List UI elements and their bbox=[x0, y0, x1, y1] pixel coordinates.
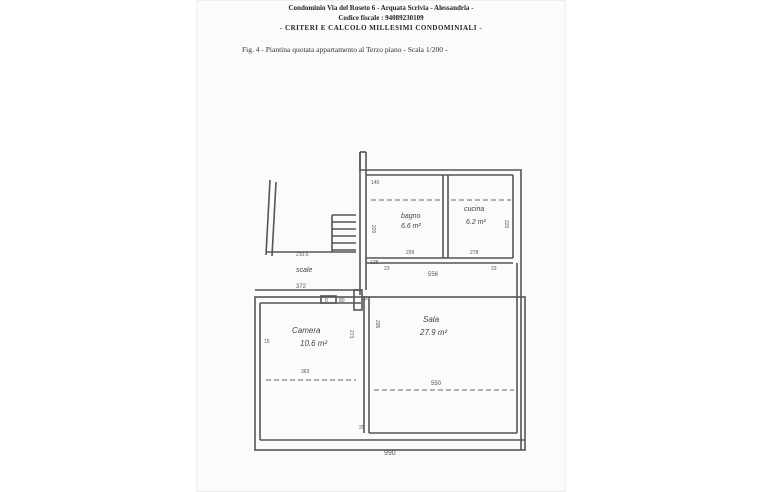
dim-550: 550 bbox=[431, 381, 442, 387]
room-cucina-area: 6.2 m² bbox=[466, 219, 487, 226]
dim-128: 128 bbox=[370, 260, 379, 266]
dim-23-b: 23 bbox=[491, 266, 497, 272]
dim-990: 990 bbox=[384, 450, 396, 457]
dim-299: 299 bbox=[406, 250, 415, 256]
dim-295: 295 bbox=[374, 320, 380, 329]
dimension-lines bbox=[266, 199, 514, 391]
room-cucina-name: cucina bbox=[464, 206, 484, 213]
room-camera-area: 10.6 m² bbox=[300, 339, 327, 348]
dim-140: 140 bbox=[371, 180, 380, 186]
room-scale-name: scale bbox=[296, 267, 312, 274]
dim-372: 372 bbox=[296, 284, 307, 290]
dim-210-5: 210.5 bbox=[296, 252, 309, 258]
room-camera-name: Camera bbox=[292, 326, 321, 335]
room-bagno-name: bagno bbox=[401, 213, 421, 220]
floor-plan: bagno 6.6 m² cucina 6.2 m² scale Camera … bbox=[254, 151, 526, 457]
plan-walls bbox=[254, 151, 526, 451]
dim-33: 33 bbox=[362, 296, 368, 302]
dim-556: 556 bbox=[428, 272, 439, 278]
room-bagno-area: 6.6 m² bbox=[401, 223, 422, 230]
dim-23-a: 23 bbox=[384, 266, 390, 272]
dim-220-left: 220 bbox=[370, 225, 376, 234]
header-line-3: - CRITERI E CALCOLO MILLESIMI CONDOMINIA… bbox=[279, 24, 483, 32]
dim-25: 25 bbox=[359, 425, 365, 431]
room-sala-name: Sala bbox=[423, 315, 440, 324]
figure-caption: Fig. 4 - Piantina quotata appartamento a… bbox=[242, 45, 448, 54]
document-page: Condominio Via del Roseto 6 - Arquata Sc… bbox=[196, 0, 566, 492]
dim-278: 278 bbox=[470, 250, 479, 256]
dim-80: 80 bbox=[339, 298, 345, 304]
header-line-2: Codice fiscale : 94089230109 bbox=[338, 14, 424, 22]
dim-15: 15 bbox=[264, 339, 270, 345]
header-line-1: Condominio Via del Roseto 6 - Arquata Sc… bbox=[288, 4, 474, 12]
dim-363: 363 bbox=[301, 369, 310, 375]
room-sala-area: 27.9 m² bbox=[419, 328, 447, 337]
dim-0: 0 bbox=[325, 298, 328, 304]
dim-273: 273 bbox=[348, 330, 354, 339]
dim-220-right: 220 bbox=[503, 220, 509, 229]
